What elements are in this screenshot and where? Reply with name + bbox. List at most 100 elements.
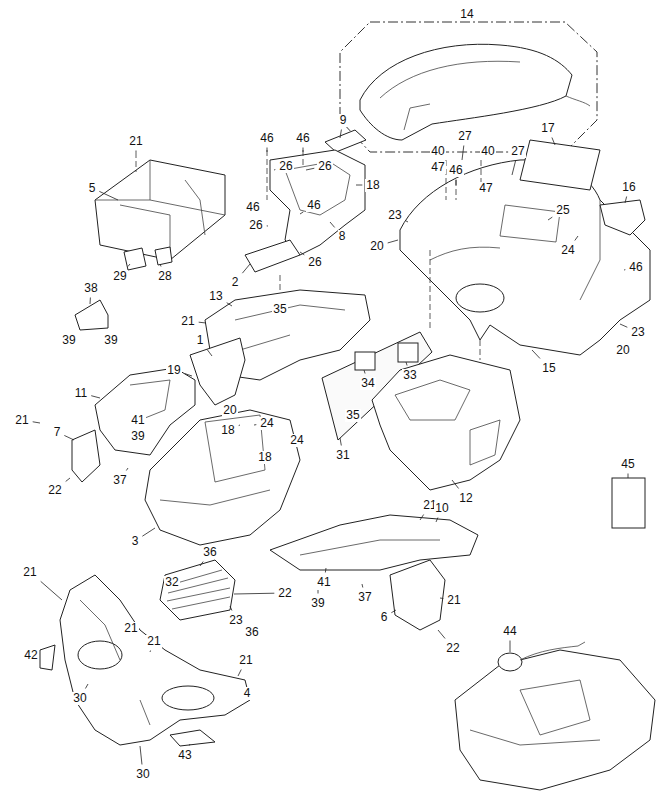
- leader-line: [552, 138, 555, 146]
- callout-number: 22: [277, 587, 292, 600]
- callout-number: 11: [74, 387, 88, 400]
- callout-number: 46: [245, 201, 260, 214]
- callout-number: 46: [628, 261, 643, 274]
- callout-number: 43: [177, 749, 192, 762]
- callout-number: 20: [369, 240, 384, 253]
- callout-number: 21: [146, 635, 161, 648]
- leader-line: [628, 474, 629, 479]
- leader-line: [267, 225, 268, 226]
- leader-line: [234, 593, 274, 595]
- leader-line: [406, 362, 407, 366]
- callout-number: 21: [238, 654, 253, 667]
- leader-line: [330, 222, 335, 227]
- callout-number: 31: [335, 449, 350, 462]
- callout-number: 8: [338, 230, 347, 243]
- callout-number: 24: [560, 244, 575, 257]
- leader-line: [300, 212, 303, 214]
- leader-line: [33, 422, 40, 423]
- callout-number: 39: [103, 334, 118, 347]
- callout-number: 23: [228, 614, 243, 627]
- leader-line: [99, 191, 118, 200]
- callout-number: 12: [458, 492, 473, 505]
- leader-line: [230, 606, 232, 611]
- callout-number: 21: [446, 594, 461, 607]
- callout-number: 21: [128, 135, 143, 148]
- callout-number: 10: [434, 502, 449, 515]
- leader-line: [462, 146, 464, 161]
- leader-line: [510, 641, 511, 653]
- callout-number: 42: [23, 649, 38, 662]
- leader-line: [512, 161, 516, 176]
- callout-number: 44: [502, 625, 517, 638]
- callout-number: 3: [131, 535, 140, 548]
- leader-line: [325, 568, 327, 573]
- callout-number: 47: [430, 161, 445, 174]
- callout-number: 5: [88, 182, 97, 195]
- callout-number: 46: [306, 199, 321, 212]
- leader-line: [238, 670, 241, 677]
- leader-line: [200, 562, 203, 567]
- leader-line: [242, 264, 250, 273]
- leader-line: [128, 264, 130, 267]
- leader-line: [207, 350, 212, 357]
- callout-number: 29: [112, 270, 127, 283]
- leader-line: [420, 515, 424, 521]
- callout-number: 14: [459, 8, 474, 21]
- leader-line: [624, 269, 625, 270]
- leader-line: [85, 684, 88, 689]
- callout-number: 18: [220, 424, 235, 437]
- callout-number: 24: [259, 417, 274, 430]
- callout-number: 40: [480, 145, 495, 158]
- leader-line: [391, 610, 396, 613]
- callout-number: 4: [243, 687, 252, 700]
- leader-line: [318, 590, 319, 594]
- leader-line: [436, 518, 438, 523]
- leader-line: [356, 185, 362, 186]
- leader-line: [142, 528, 155, 536]
- callout-number: 17: [540, 122, 555, 135]
- leader-line: [625, 197, 627, 204]
- callout-number: 47: [478, 182, 493, 195]
- callout-number: 16: [621, 181, 636, 194]
- leader-line: [388, 240, 398, 243]
- callout-number: 9: [339, 114, 348, 127]
- leader-line: [340, 438, 341, 446]
- callout-number: 21: [22, 566, 37, 579]
- leader-line: [438, 630, 445, 639]
- callout-number: 26: [307, 256, 322, 269]
- callout-number: 41: [130, 414, 145, 427]
- callout-number: 21: [123, 622, 138, 635]
- callout-number: 41: [316, 576, 331, 589]
- callout-number: 30: [135, 768, 150, 781]
- callout-number: 15: [541, 362, 556, 375]
- callout-number: 35: [272, 303, 287, 316]
- callout-number: 36: [202, 546, 217, 559]
- callout-number: 22: [47, 484, 62, 497]
- callout-number: 46: [448, 164, 463, 177]
- callout-number: 25: [555, 204, 570, 217]
- leader-line: [126, 468, 128, 471]
- callout-number: 20: [615, 344, 630, 357]
- callout-number: 38: [83, 282, 98, 295]
- leader-line: [364, 370, 365, 374]
- leader-line: [91, 396, 100, 398]
- leader-line: [452, 480, 459, 489]
- leader-line: [160, 264, 161, 267]
- callout-number: 21: [180, 315, 195, 328]
- leader-line: [150, 651, 152, 653]
- leader-line: [41, 581, 62, 600]
- leader-line: [620, 324, 627, 327]
- callout-number: 13: [208, 290, 223, 303]
- callout-number: 18: [365, 179, 380, 192]
- leader-line: [227, 303, 232, 306]
- callout-number: 37: [357, 591, 372, 604]
- callout-number: 27: [457, 130, 472, 143]
- leader-line: [90, 298, 91, 305]
- callout-number: 19: [166, 364, 181, 377]
- callout-number: 23: [387, 209, 402, 222]
- callout-number: 32: [164, 576, 179, 589]
- callout-number: 37: [112, 474, 127, 487]
